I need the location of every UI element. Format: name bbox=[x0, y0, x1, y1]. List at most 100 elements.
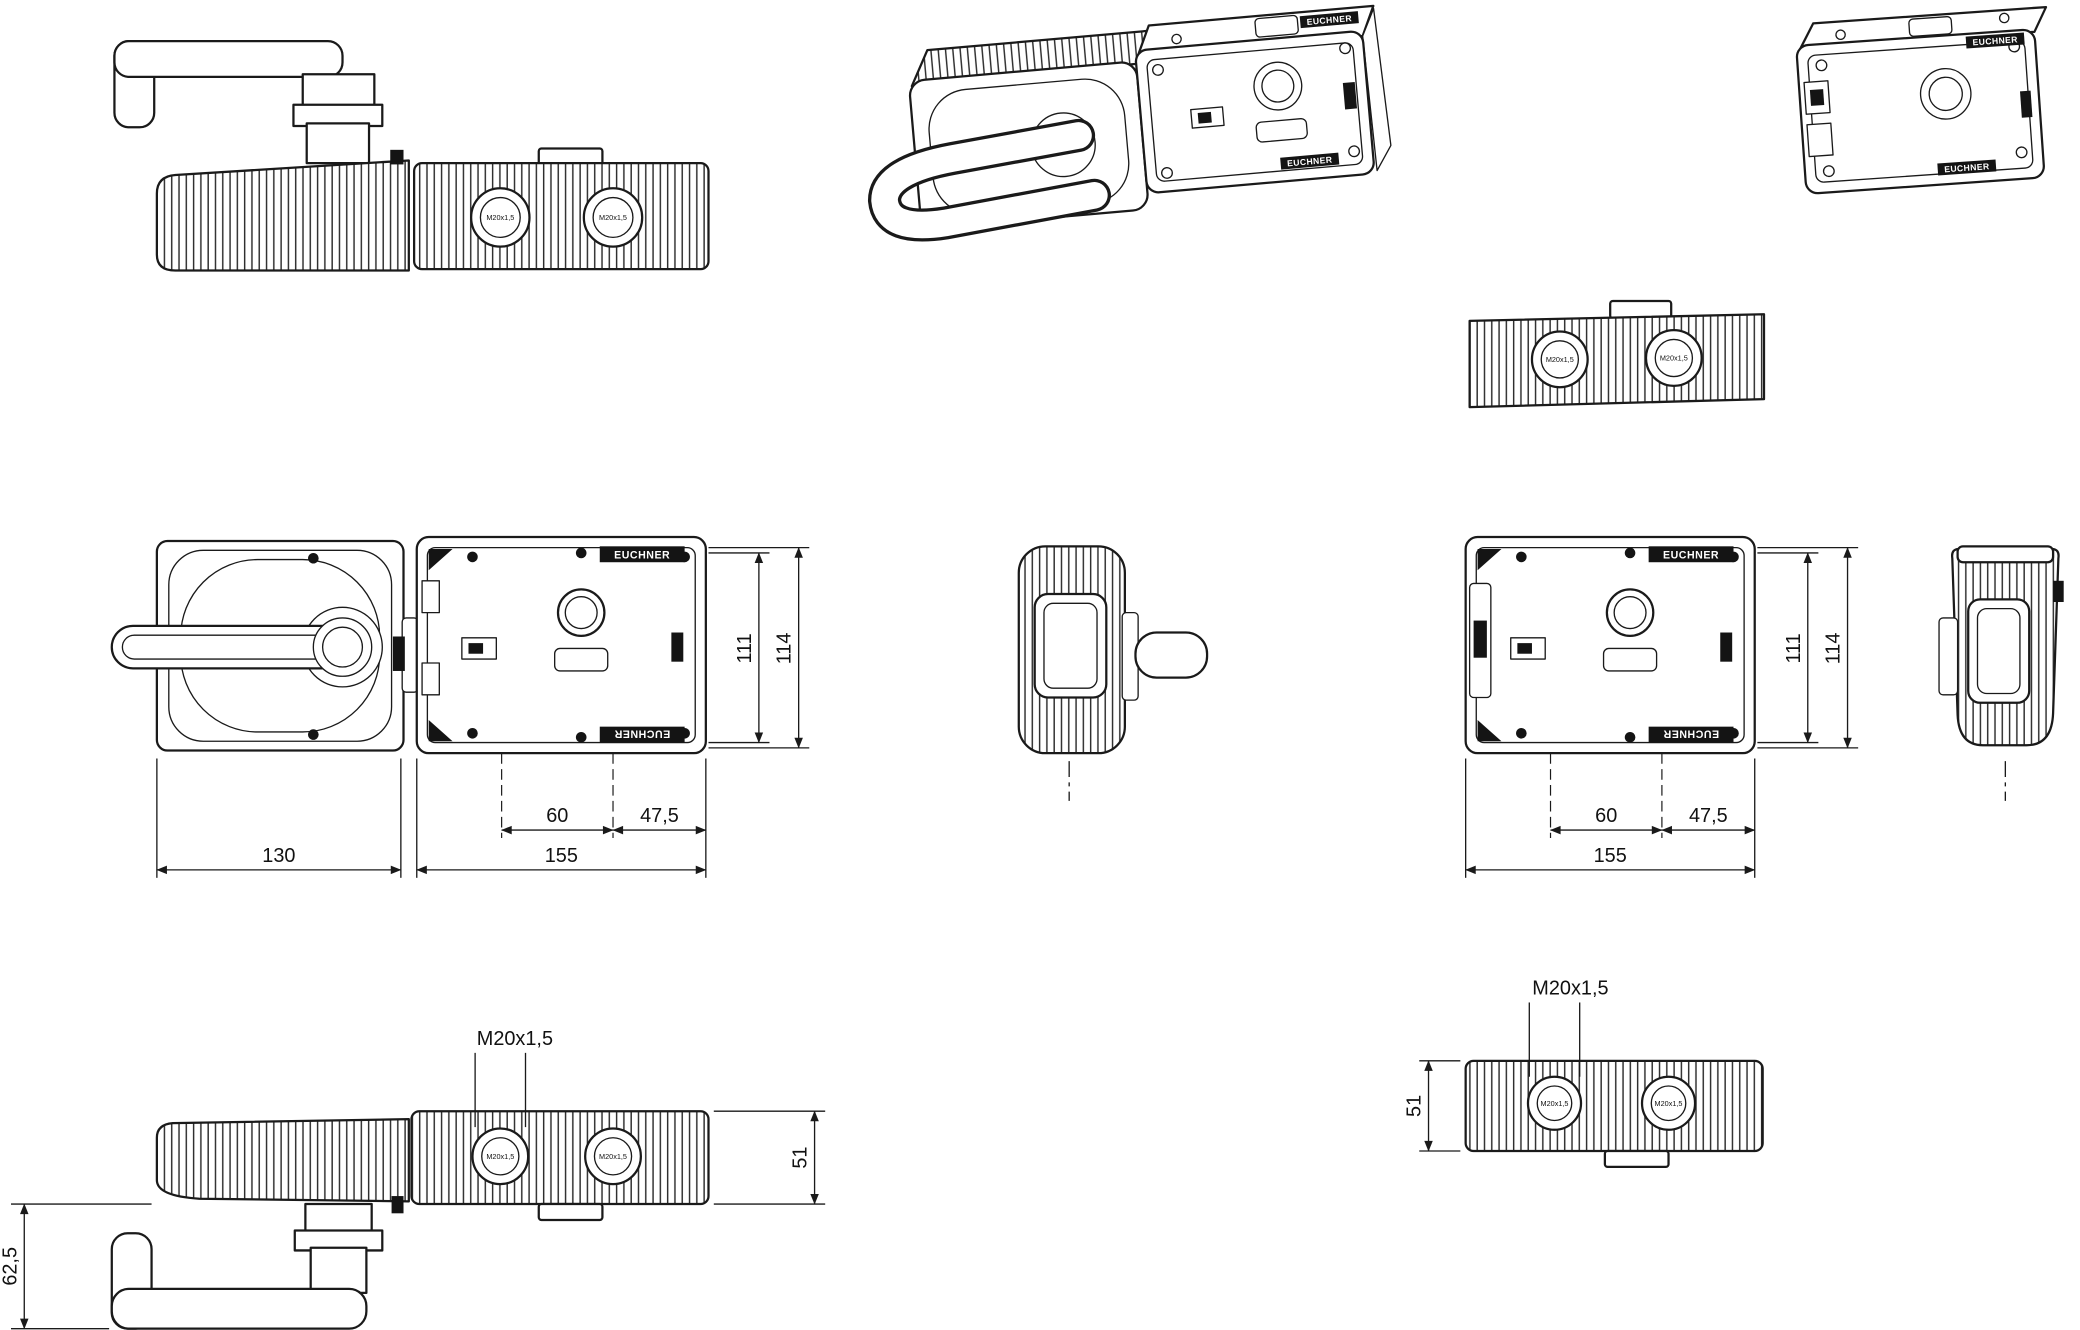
gland-outer bbox=[1640, 1075, 1697, 1131]
actuator-module-side bbox=[155, 159, 410, 272]
dim-51-label: 51 bbox=[1404, 1095, 1426, 1117]
dim-114-label: 114 bbox=[774, 633, 796, 665]
switch-module-side bbox=[412, 161, 710, 271]
end-cap bbox=[1956, 545, 2055, 564]
release-circle-inner bbox=[1261, 69, 1295, 103]
dim-111-label: 111 bbox=[1783, 633, 1805, 663]
bottom-tab bbox=[537, 1202, 604, 1222]
dim-155-label: 155 bbox=[1594, 845, 1627, 867]
gland-cap-text: M20x1,5 bbox=[1546, 355, 1574, 364]
dim-60-label: 60 bbox=[546, 805, 568, 827]
actuator-slot bbox=[1806, 122, 1834, 158]
switch-housing bbox=[415, 535, 707, 755]
gland-outer bbox=[1530, 330, 1589, 389]
dim-thread-label: M20x1,5 bbox=[477, 1028, 553, 1050]
cable-gland: M20x1,5 bbox=[1526, 1075, 1583, 1131]
cable-gland: M20x1,5 bbox=[470, 187, 531, 248]
switch-module-side-face bbox=[1362, 7, 1392, 172]
brand-text: EUCHNER bbox=[1972, 34, 2018, 47]
brand-plate bbox=[1648, 546, 1734, 563]
switch-module-plan: EUCHNER EUCHNER bbox=[1464, 535, 1756, 755]
label-window bbox=[554, 647, 609, 672]
gland-cap-text: M20x1,5 bbox=[599, 213, 627, 222]
led-window bbox=[671, 632, 684, 662]
view-plan-assembly: EUCHNER EUCHNER 111 114 60 47,5 130 155 bbox=[110, 535, 810, 878]
screw bbox=[1998, 12, 2010, 24]
dimensions-plan-assembly: 111 114 60 47,5 130 155 bbox=[156, 546, 810, 878]
led-window bbox=[1720, 632, 1733, 662]
screw bbox=[308, 552, 319, 564]
hinge-pin bbox=[392, 636, 405, 671]
dimensions-side-switch: M20x1,5 51 bbox=[1404, 978, 1609, 1152]
handle-module-plan bbox=[110, 539, 405, 752]
screw bbox=[1516, 727, 1527, 739]
front-face bbox=[1795, 28, 2045, 195]
mount-bracket bbox=[1938, 617, 1959, 696]
end-window bbox=[1967, 598, 2031, 704]
gland-cap-text: M20x1,5 bbox=[486, 1152, 514, 1161]
screw bbox=[1516, 551, 1527, 563]
door-handle bbox=[110, 1202, 384, 1330]
switch-module-front bbox=[1134, 30, 1375, 194]
led-window bbox=[2019, 90, 2033, 118]
dim-111-label: 111 bbox=[734, 633, 756, 663]
switch-body bbox=[1464, 1059, 1764, 1153]
led-window bbox=[1342, 82, 1358, 110]
dim-51-label: 51 bbox=[790, 1147, 812, 1169]
switch-module-side bbox=[410, 1110, 710, 1206]
screw bbox=[1339, 42, 1352, 55]
switch-inner-outline bbox=[1146, 42, 1364, 182]
gland-inner bbox=[479, 196, 521, 239]
top-tab bbox=[1908, 15, 1953, 37]
view-side-assembly-handle-down: M20x1,5 M20x1,5 M20x1,5 51 62,5 bbox=[0, 1028, 826, 1330]
brand-plate bbox=[1648, 726, 1734, 743]
hinge-pin bbox=[391, 1196, 404, 1214]
bottom-tab bbox=[1603, 1149, 1670, 1169]
screw bbox=[1152, 63, 1164, 76]
clamp bbox=[421, 580, 440, 614]
dimensions-side-assembly: M20x1,5 51 62,5 bbox=[0, 1028, 826, 1330]
screw bbox=[1815, 59, 1828, 72]
cable-gland: M20x1,5 bbox=[471, 1127, 530, 1186]
dim-62-5-label: 62,5 bbox=[0, 1247, 21, 1286]
view-iso-assembly: EUCHNER EUCHNER bbox=[867, 4, 1392, 242]
gland-cap-text: M20x1,5 bbox=[599, 1152, 627, 1161]
dim-155-label: 155 bbox=[545, 845, 578, 867]
release-circle bbox=[1919, 67, 1972, 120]
release-circle-inner bbox=[1928, 76, 1963, 112]
knob-window-inner bbox=[1043, 602, 1098, 689]
led-window bbox=[2053, 580, 2064, 603]
brand-text: EUCHNER bbox=[1663, 549, 1719, 561]
dimensions-plan-switch: 111 114 60 47,5 155 bbox=[1464, 546, 1859, 878]
screw bbox=[1171, 33, 1182, 45]
gland-inner bbox=[1654, 338, 1694, 378]
view-side-switch-bottom: M20x1,5 M20x1,5 M20x1,5 51 bbox=[1404, 978, 1764, 1169]
gland-outer bbox=[1526, 1075, 1583, 1131]
screw bbox=[1348, 145, 1361, 158]
view-end-switch bbox=[1938, 545, 2064, 801]
screw bbox=[308, 729, 319, 740]
screw bbox=[575, 731, 587, 743]
dim-47-5-label: 47,5 bbox=[1689, 805, 1728, 827]
dim-130-label: 130 bbox=[262, 845, 295, 867]
switch-body bbox=[1468, 313, 1766, 409]
brand-text: EUCHNER bbox=[1663, 728, 1719, 740]
release-circle bbox=[1253, 61, 1303, 111]
label-window bbox=[1255, 117, 1308, 143]
switch-module-plan: EUCHNER EUCHNER bbox=[415, 535, 707, 755]
knob-window bbox=[1033, 592, 1108, 699]
gland-inner bbox=[1540, 340, 1580, 379]
gland-outer bbox=[471, 1127, 530, 1186]
aux-window-insert bbox=[468, 643, 484, 654]
gland-cap-text: M20x1,5 bbox=[1541, 1099, 1569, 1108]
cable-gland: M20x1,5 bbox=[584, 1127, 642, 1186]
gland-outer bbox=[582, 187, 644, 248]
corner-wedge bbox=[428, 720, 453, 742]
brand-text: EUCHNER bbox=[1287, 154, 1333, 168]
cable-gland: M20x1,5 bbox=[1644, 329, 1703, 387]
gland-cap-text: M20x1,5 bbox=[1660, 354, 1688, 363]
screw bbox=[1624, 731, 1636, 743]
aux-window-insert bbox=[1517, 643, 1532, 654]
